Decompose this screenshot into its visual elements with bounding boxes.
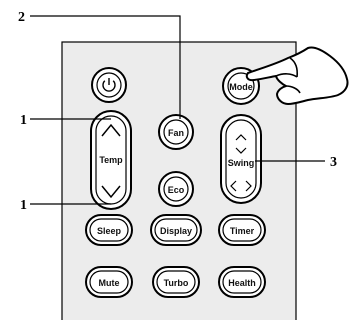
chevron-down-icon[interactable]: [101, 185, 121, 199]
turbo-button[interactable]: Turbo: [152, 266, 200, 298]
mute-label: Mute: [99, 278, 120, 288]
health-label: Health: [228, 278, 256, 288]
callout-number: 1: [20, 113, 27, 128]
sleep-label: Sleep: [97, 226, 122, 236]
fan-button[interactable]: Fan: [158, 114, 194, 150]
health-button[interactable]: Health: [218, 266, 266, 298]
display-label: Display: [160, 226, 192, 236]
callout-number: 1: [20, 198, 27, 213]
chevron-up-icon[interactable]: [101, 123, 121, 137]
sleep-button[interactable]: Sleep: [85, 214, 133, 246]
chevron-right-icon[interactable]: [245, 180, 252, 192]
callout-temp-down: 1: [20, 198, 111, 213]
callout-number: 3: [330, 155, 337, 170]
display-button[interactable]: Display: [150, 214, 202, 246]
temp-rocker[interactable]: Temp: [90, 110, 132, 210]
eco-button[interactable]: Eco: [158, 171, 194, 207]
swing-rocker[interactable]: Swing: [220, 114, 262, 204]
chevron-left-icon[interactable]: [230, 180, 237, 192]
swing-label: Swing: [228, 158, 255, 168]
fan-label: Fan: [168, 128, 184, 138]
chevron-down-icon[interactable]: [235, 147, 247, 154]
temp-label: Temp: [99, 155, 123, 165]
mute-button[interactable]: Mute: [85, 266, 133, 298]
callout-swing: 3: [255, 155, 337, 170]
callout-fan: 2: [18, 10, 181, 119]
pointing-hand-icon: [245, 46, 349, 105]
turbo-label: Turbo: [164, 278, 189, 288]
timer-button[interactable]: Timer: [218, 214, 266, 246]
timer-label: Timer: [230, 226, 255, 236]
callout-temp-up: 1: [20, 113, 111, 128]
leader-line: [30, 15, 181, 119]
callout-number: 2: [18, 10, 25, 25]
power-button[interactable]: [91, 67, 127, 103]
power-icon: [102, 78, 116, 92]
chevron-up-icon[interactable]: [235, 134, 247, 141]
eco-label: Eco: [168, 185, 185, 195]
mode-label: Mode: [229, 82, 253, 92]
